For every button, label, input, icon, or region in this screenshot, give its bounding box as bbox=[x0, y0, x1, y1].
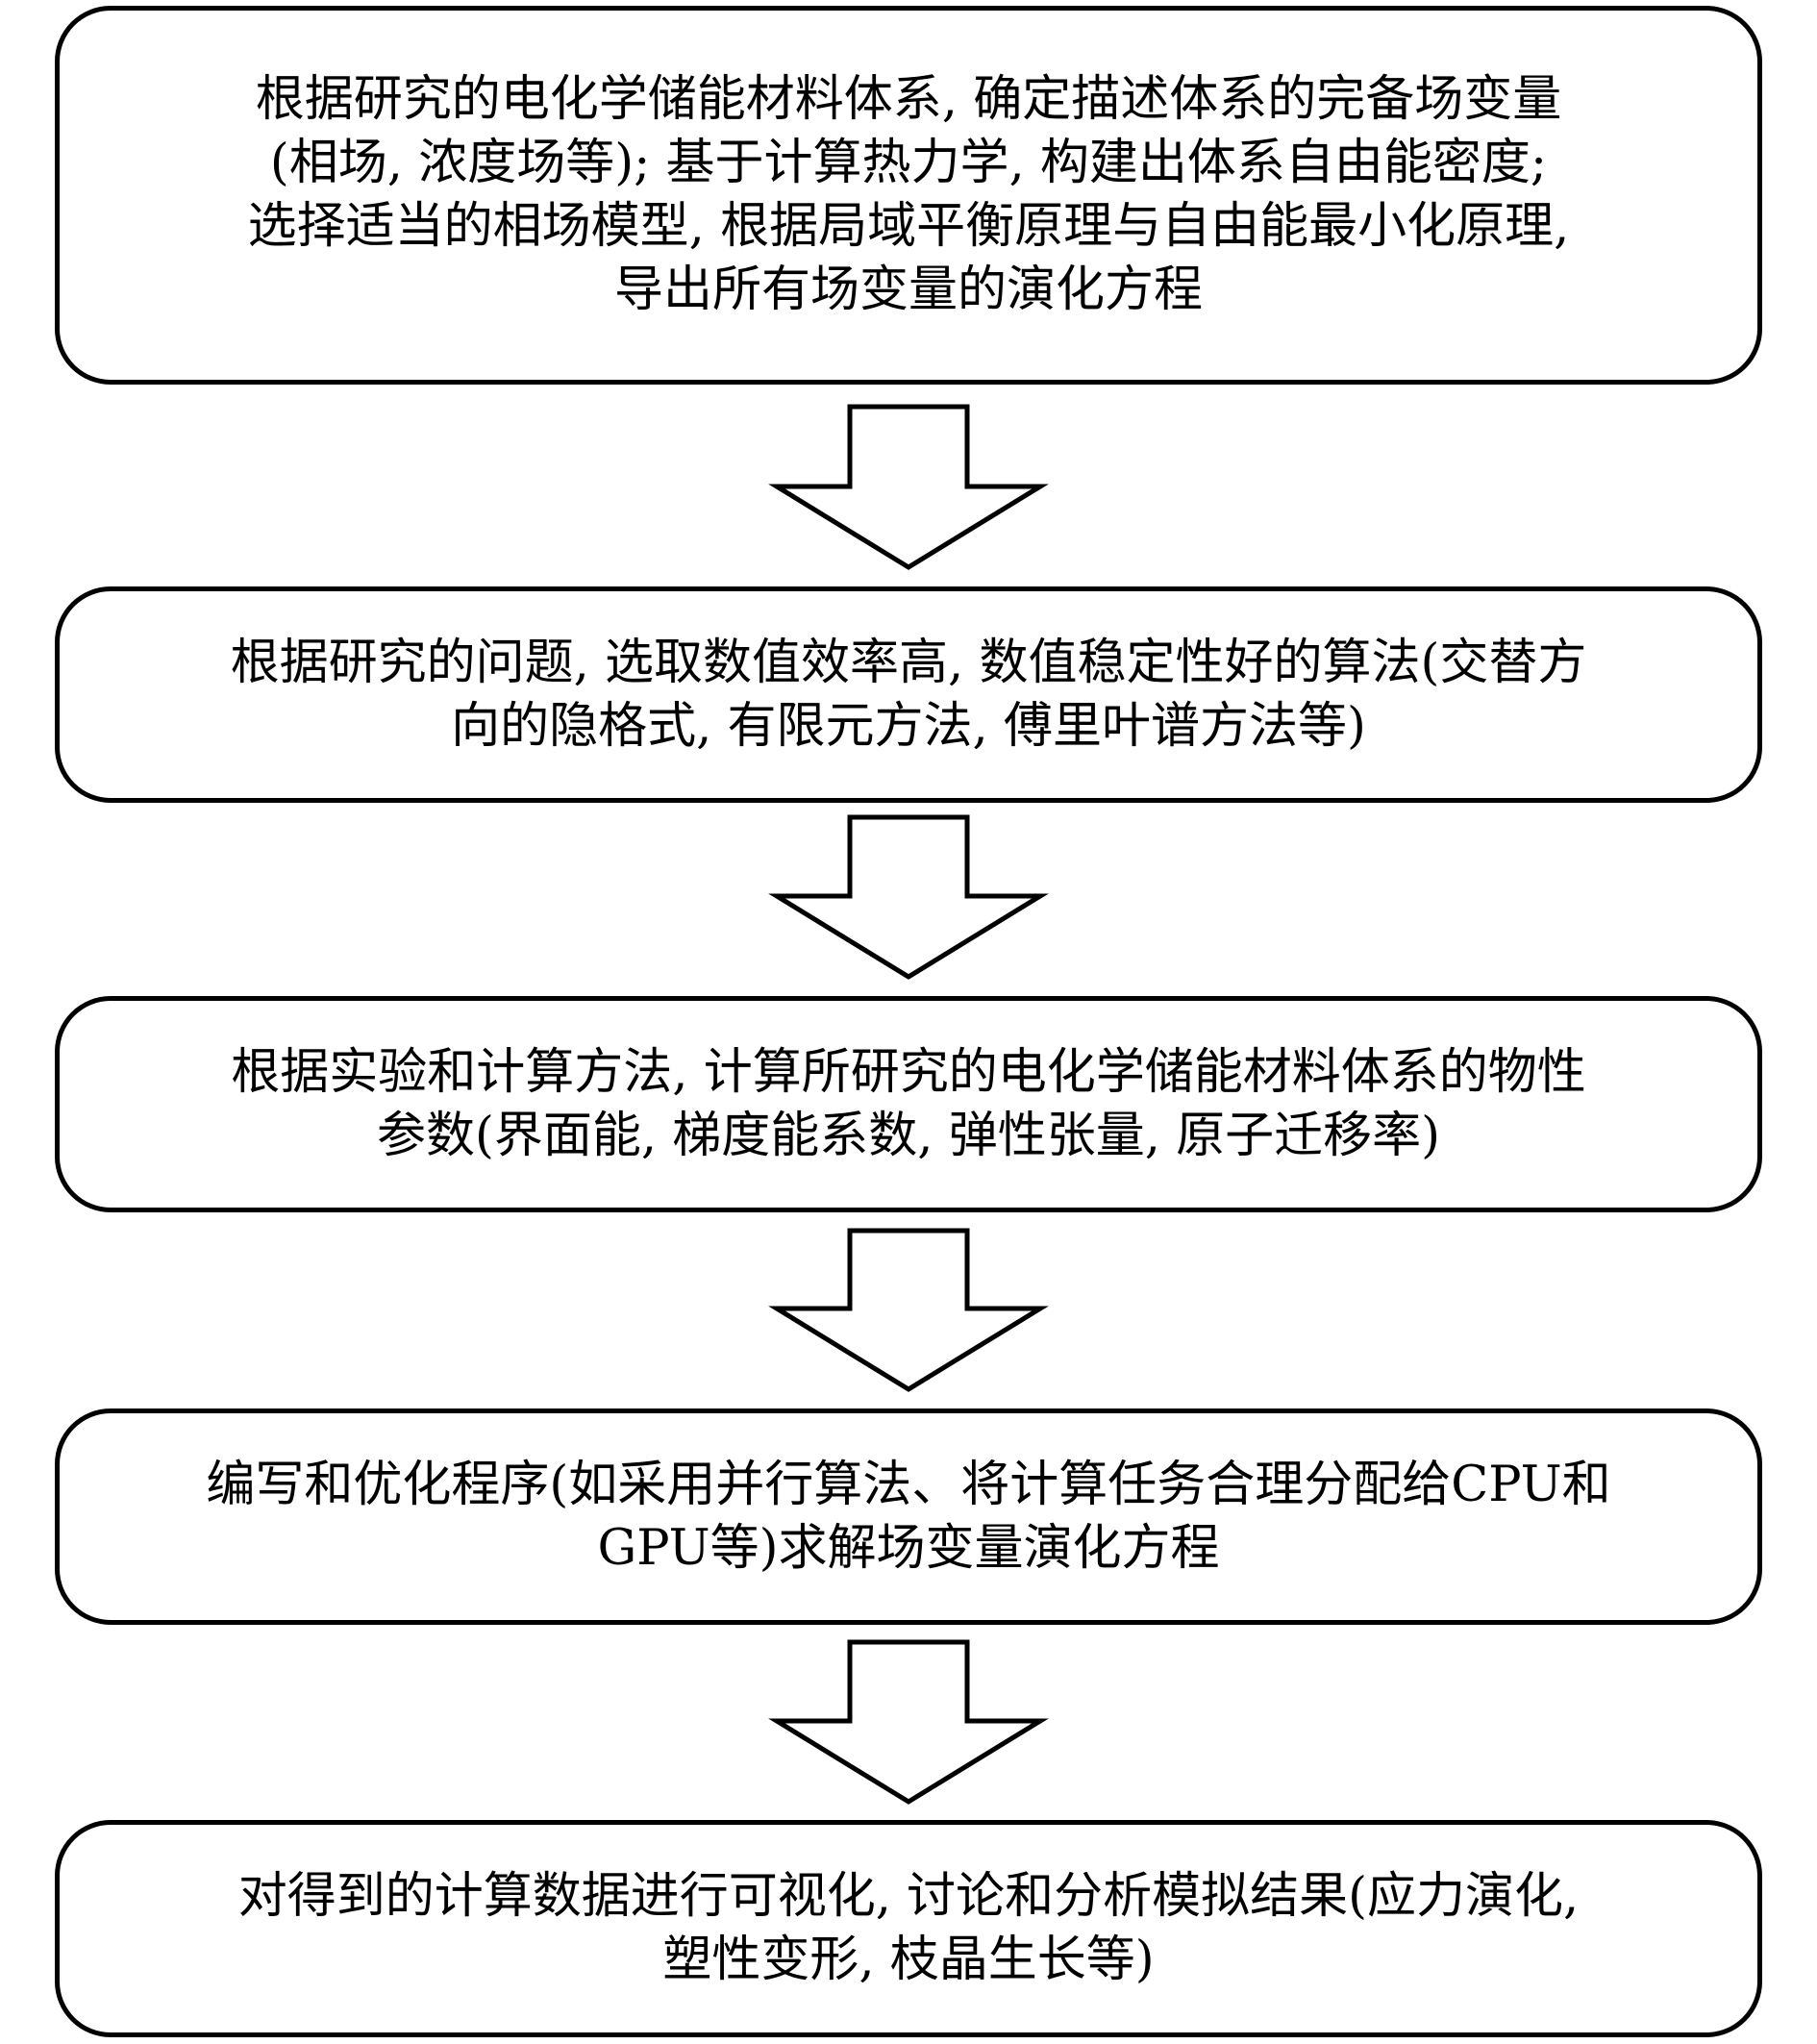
flow-step-3-text: 根据实验和计算方法, 计算所研究的电化学储能材料体系的物性 参数(界面能, 梯度… bbox=[231, 1041, 1585, 1168]
flow-step-3: 根据实验和计算方法, 计算所研究的电化学储能材料体系的物性 参数(界面能, 梯度… bbox=[55, 996, 1762, 1212]
down-arrow-icon bbox=[768, 404, 1049, 570]
flow-step-3-line-2: 参数(界面能, 梯度能系数, 弹性张量, 原子迁移率) bbox=[376, 1107, 1441, 1164]
flow-step-5-line-1: 对得到的计算数据进行可视化, 讨论和分析模拟结果(应力演化, bbox=[237, 1868, 1580, 1925]
flow-step-5: 对得到的计算数据进行可视化, 讨论和分析模拟结果(应力演化, 塑性变形, 枝晶生… bbox=[55, 1820, 1762, 2037]
flow-step-2-line-1: 根据研究的问题, 选取数值效率高, 数值稳定性好的算法(交替方 bbox=[230, 634, 1587, 691]
flow-step-1-text: 根据研究的电化学储能材料体系, 确定描述体系的完备场变量 (相场, 浓度场等);… bbox=[248, 68, 1570, 322]
flow-step-2-line-2: 向的隐格式, 有限元方法, 傅里叶谱方法等) bbox=[451, 697, 1366, 755]
flow-step-1-line-4: 导出所有场变量的演化方程 bbox=[613, 262, 1203, 318]
flow-step-2-text: 根据研究的问题, 选取数值效率高, 数值稳定性好的算法(交替方 向的隐格式, 有… bbox=[231, 632, 1587, 759]
flow-step-1-line-1: 根据研究的电化学储能材料体系, 确定描述体系的完备场变量 bbox=[255, 71, 1562, 128]
flow-step-4-text: 编写和优化程序(如采用并行算法、将计算任务合理分配给CPU和 GPU等)求解场变… bbox=[206, 1454, 1610, 1581]
flow-step-4-line-2: GPU等)求解场变量演化方程 bbox=[597, 1519, 1220, 1577]
flow-step-2: 根据研究的问题, 选取数值效率高, 数值稳定性好的算法(交替方 向的隐格式, 有… bbox=[55, 586, 1762, 803]
flow-step-1-line-2: (相场, 浓度场等); 基于计算热力学, 构建出体系自由能密度; bbox=[269, 135, 1548, 191]
flow-step-5-text: 对得到的计算数据进行可视化, 讨论和分析模拟结果(应力演化, 塑性变形, 枝晶生… bbox=[238, 1865, 1580, 1992]
down-arrow-icon bbox=[768, 1639, 1049, 1805]
down-arrow-icon bbox=[768, 814, 1049, 980]
flow-step-1: 根据研究的电化学储能材料体系, 确定描述体系的完备场变量 (相场, 浓度场等);… bbox=[55, 6, 1762, 385]
flow-step-1-line-3: 选择适当的相场模型, 根据局域平衡原理与自由能最小化原理, bbox=[247, 198, 1570, 255]
flow-step-4: 编写和优化程序(如采用并行算法、将计算任务合理分配给CPU和 GPU等)求解场变… bbox=[55, 1408, 1762, 1625]
flow-step-4-line-1: 编写和优化程序(如采用并行算法、将计算任务合理分配给CPU和 bbox=[206, 1456, 1611, 1513]
down-arrow-icon bbox=[768, 1228, 1049, 1392]
flow-step-3-line-1: 根据实验和计算方法, 计算所研究的电化学储能材料体系的物性 bbox=[231, 1043, 1586, 1101]
flow-step-5-line-2: 塑性变形, 枝晶生长等) bbox=[662, 1932, 1155, 1988]
